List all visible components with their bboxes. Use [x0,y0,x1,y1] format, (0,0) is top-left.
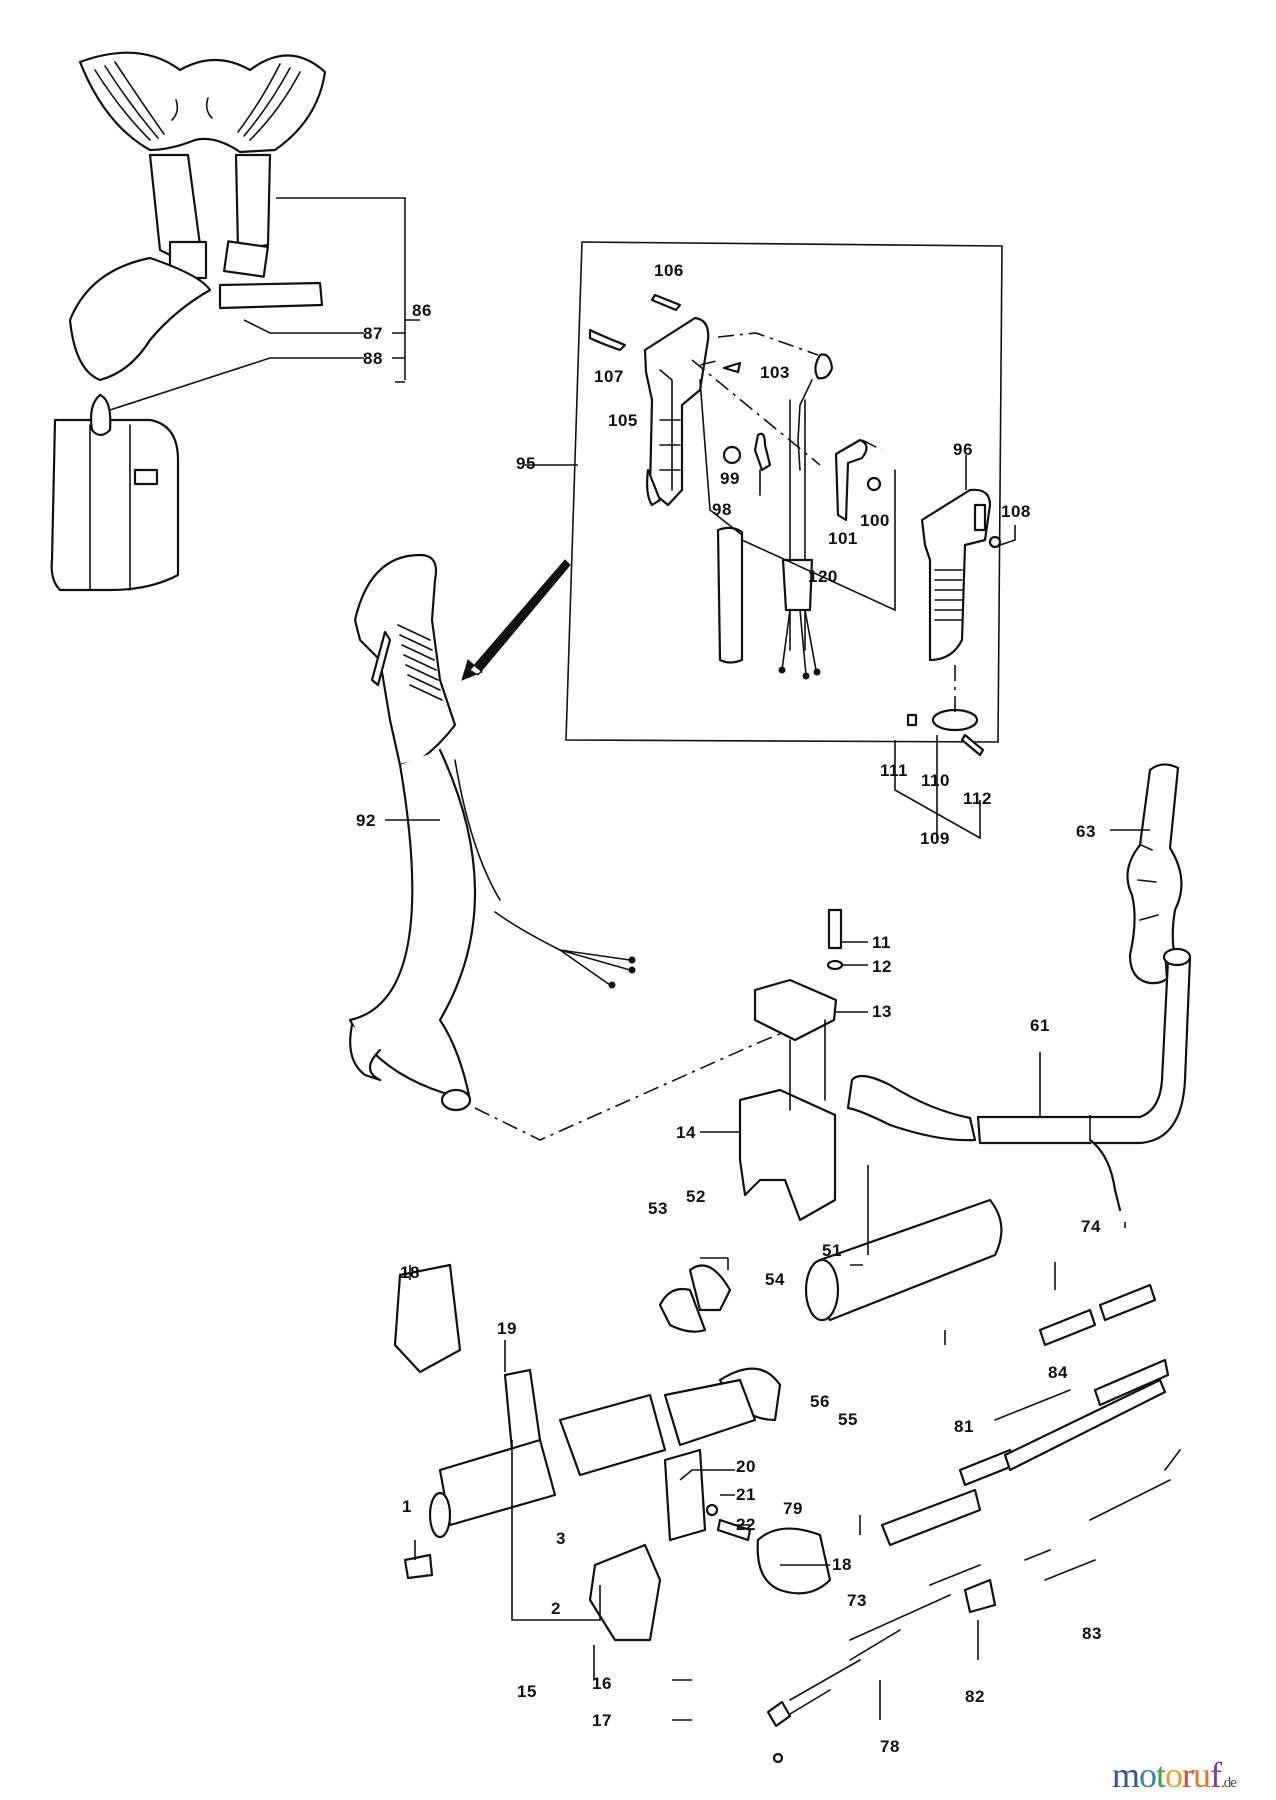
callout-3: 3 [556,1529,566,1548]
grip-clamp-109 [894,665,985,840]
callout-11: 11 [872,933,891,952]
callout-16: 16 [592,1674,612,1693]
callout-98: 98 [712,500,732,519]
callout-53: 53 [648,1199,668,1218]
callout-12: 12 [872,957,892,976]
callout-52: 52 [686,1187,706,1206]
callout-100: 100 [860,511,890,530]
callout-112: 112 [963,789,992,808]
callout-99: 99 [720,469,740,488]
callout-107: 107 [594,367,624,386]
throttle-grip-96 [920,455,1016,662]
watermark-letter: u [1193,1755,1211,1795]
callout-17: 17 [592,1711,612,1730]
callout-95: 95 [516,454,536,473]
callout-20: 20 [736,1457,756,1476]
callout-96: 96 [953,440,973,459]
callout-82: 82 [965,1687,985,1706]
callout-61: 61 [1030,1016,1050,1035]
throttle-trigger-assembly [588,293,896,680]
callout-108: 108 [1001,502,1031,521]
callout-74: 74 [1081,1217,1101,1236]
watermark-letter: o [1139,1755,1157,1795]
callout-78: 78 [880,1737,900,1756]
callout-105: 105 [608,411,638,430]
watermark-letter: t [1156,1755,1166,1795]
watermark-logo: motoruf.de [1112,1754,1237,1796]
callout-14: 14 [676,1123,696,1142]
main-handle-92 [348,553,636,1112]
callout-88: 88 [363,349,383,368]
callout-106: 106 [654,261,684,280]
watermark-letter: m [1112,1755,1140,1795]
drive-shaft-assembly [393,1115,1181,1764]
callout-19: 19 [497,1319,517,1338]
front-handle-bar [846,763,1192,1145]
callout-110: 110 [921,771,950,790]
callout-79: 79 [783,1499,803,1518]
callout-13: 13 [872,1002,892,1021]
callout-92: 92 [356,811,376,830]
callout-56: 56 [810,1392,830,1411]
callout-21: 21 [736,1485,756,1504]
callout-120: 120 [808,567,838,586]
shoulder-harness [50,51,327,592]
detail-box-frame [565,241,1003,743]
callout-111: 111 [880,761,908,780]
callout-83: 83 [1082,1624,1102,1643]
leader-harness [109,197,420,411]
callout-18-bottom: 18 [832,1555,852,1574]
callout-54: 54 [765,1270,785,1289]
callout-101: 101 [828,529,858,548]
watermark-text: motoruf [1112,1755,1222,1795]
callout-84: 84 [1048,1363,1068,1382]
watermark-letter: r [1182,1755,1194,1795]
watermark-letter: f [1210,1755,1222,1795]
callout-63: 63 [1076,822,1096,841]
callout-2: 2 [551,1599,561,1618]
watermark-tld: .de [1221,1775,1237,1791]
watermark-letter: o [1165,1755,1183,1795]
callout-51: 51 [822,1241,842,1260]
callout-86: 86 [412,301,432,320]
callout-15: 15 [517,1682,537,1701]
callout-55: 55 [838,1410,858,1429]
callout-18-top: 18 [400,1263,420,1282]
callout-73: 73 [847,1591,867,1610]
callout-87: 87 [363,324,383,343]
callout-109: 109 [920,829,950,848]
callout-1: 1 [402,1497,412,1516]
callout-22: 22 [736,1515,756,1534]
callout-103: 103 [760,363,790,382]
handle-clamp [700,908,868,1222]
callout-81: 81 [954,1417,974,1436]
